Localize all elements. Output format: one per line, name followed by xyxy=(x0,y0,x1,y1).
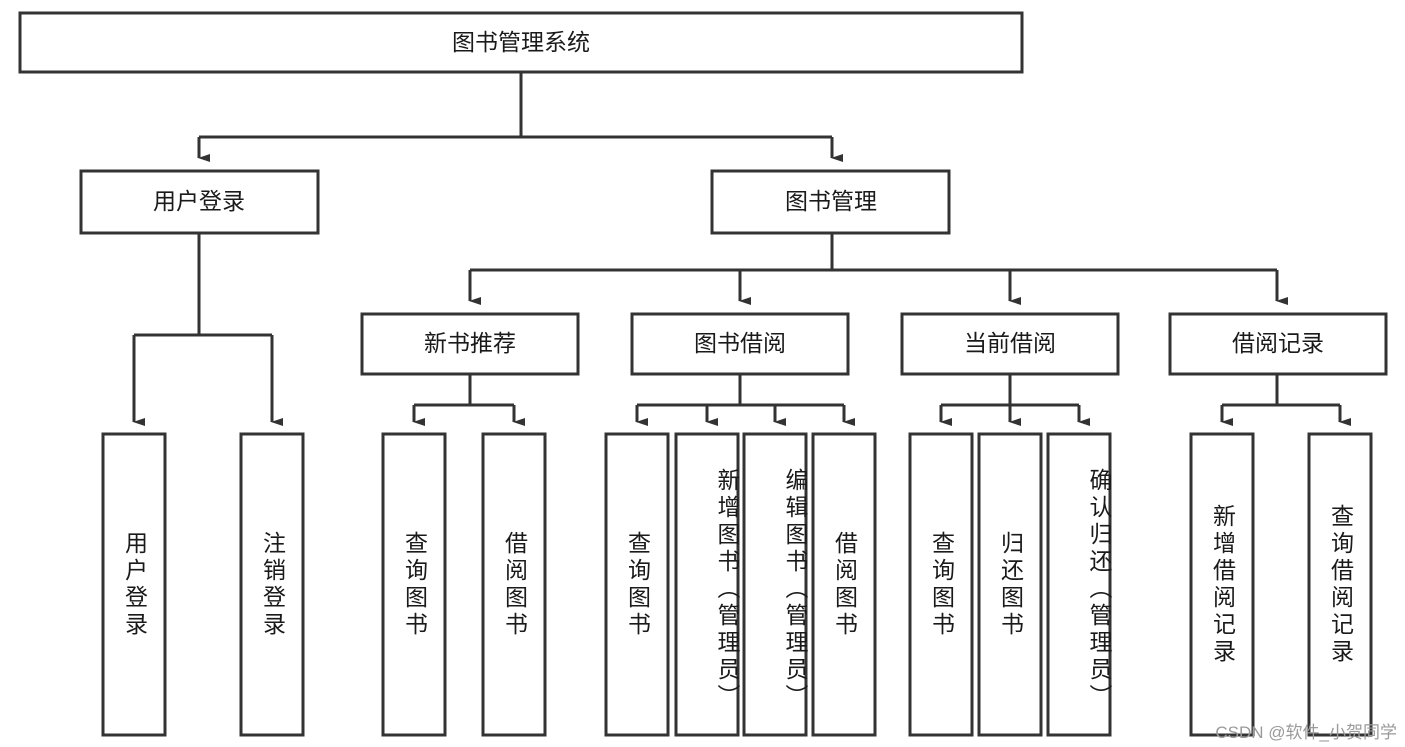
connector-book-borrow-to-leaves xyxy=(635,374,855,426)
node-leaf-borrow-book-2-label: 借阅图书 xyxy=(831,530,858,639)
node-leaf-add-record-label: 新增借阅记录 xyxy=(1209,503,1236,666)
connector-borrow-record-to-leaves xyxy=(1220,374,1351,426)
node-leaf-borrow-book-1-label: 借阅图书 xyxy=(501,530,528,639)
node-leaf-user-logout-label: 注销登录 xyxy=(259,530,286,639)
connector-root-to-level2 xyxy=(197,72,843,162)
node-leaf-borrow-book-2[interactable] xyxy=(811,432,877,737)
node-leaf-borrow-book-1[interactable] xyxy=(481,432,547,737)
node-book-borrow-label: 图书借阅 xyxy=(694,330,786,356)
node-leaf-query-book-2[interactable] xyxy=(604,432,670,737)
connector-book-management-to-level3 xyxy=(468,233,1288,305)
node-leaf-query-record-label: 查询借阅记录 xyxy=(1327,503,1354,666)
node-user-login[interactable] xyxy=(79,169,320,235)
node-leaf-query-record[interactable] xyxy=(1307,432,1373,737)
node-leaf-user-login-label: 用户登录 xyxy=(121,530,148,639)
node-borrow-record[interactable] xyxy=(1168,312,1388,376)
node-book-management[interactable] xyxy=(710,169,951,235)
node-user-login-label: 用户登录 xyxy=(153,188,245,214)
node-leaf-add-record[interactable] xyxy=(1189,432,1255,737)
csdn-watermark: CSDN @软件_小贺同学 xyxy=(1215,723,1397,742)
node-current-borrow[interactable] xyxy=(900,312,1120,376)
node-leaf-confirm-return[interactable] xyxy=(1046,432,1112,737)
node-leaf-add-book[interactable] xyxy=(674,432,740,737)
node-new-book-recommend-label: 新书推荐 xyxy=(424,330,516,356)
node-leaf-user-login[interactable] xyxy=(101,432,167,737)
connector-user-login-to-leaves xyxy=(132,233,283,426)
node-root[interactable] xyxy=(18,11,1024,74)
node-current-borrow-label: 当前借阅 xyxy=(964,330,1056,356)
connector-current-borrow-to-leaves xyxy=(939,374,1090,426)
node-leaf-query-book-1[interactable] xyxy=(381,432,447,737)
node-new-book-recommend[interactable] xyxy=(360,312,580,376)
node-root-label: 图书管理系统 xyxy=(452,29,590,55)
node-leaf-add-book-label: 新增图书（管理员） xyxy=(714,468,740,711)
node-borrow-record-label: 借阅记录 xyxy=(1232,330,1324,356)
node-leaf-edit-book-label: 编辑图书（管理员） xyxy=(782,468,808,711)
node-leaf-confirm-return-label: 确认归还（管理员） xyxy=(1086,468,1112,711)
node-leaf-return-book-label: 归还图书 xyxy=(997,530,1024,639)
node-leaf-user-logout[interactable] xyxy=(239,432,305,737)
node-leaf-return-book[interactable] xyxy=(977,432,1043,737)
node-leaf-query-book-2-label: 查询图书 xyxy=(624,530,651,639)
node-leaf-edit-book[interactable] xyxy=(742,432,808,737)
node-book-management-label: 图书管理 xyxy=(785,188,877,214)
node-leaf-query-book-3-label: 查询图书 xyxy=(928,530,955,639)
node-leaf-query-book-3[interactable] xyxy=(908,432,974,737)
node-book-borrow[interactable] xyxy=(630,312,850,376)
node-leaf-query-book-1-label: 查询图书 xyxy=(401,530,428,639)
connector-new-book-recommend-to-leaves xyxy=(412,374,525,426)
